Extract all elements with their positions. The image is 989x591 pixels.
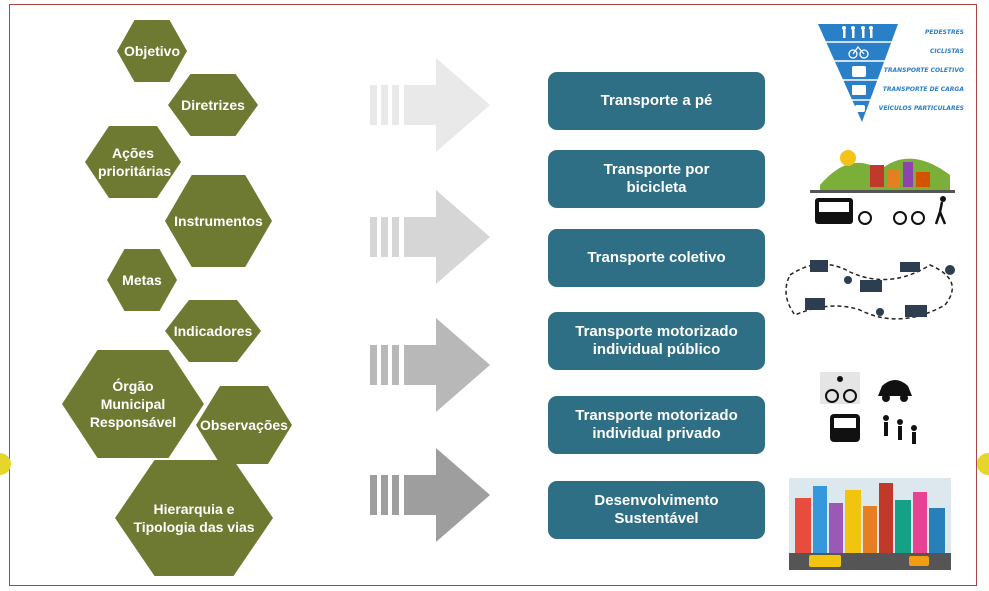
pyramid-label: PEDESTRES	[925, 29, 964, 36]
car-icon	[909, 556, 929, 566]
hexagon-label: Hierarquia e Tipologia das vias	[133, 501, 255, 535]
hexagon-label: Observações	[200, 417, 288, 433]
arrow-right-3	[370, 318, 490, 412]
pedestrian-icon	[883, 415, 917, 444]
hexagon-label: Diretrizes	[181, 97, 245, 113]
box-label: Transporte por bicicleta	[603, 161, 710, 196]
hexagon-observacoes: Observações	[196, 386, 292, 464]
bicycle-icon	[825, 389, 839, 403]
hexagon-label: Órgão Municipal Responsável	[89, 378, 177, 430]
box-motorizado-publico: Transporte motorizado individual público	[548, 312, 765, 370]
pyramid-label: VEÍCULOS PARTICULARES	[879, 105, 964, 112]
car-icon	[855, 105, 865, 112]
box-label: Transporte coletivo	[587, 249, 726, 266]
hexagon-label: Ações prioritárias	[98, 145, 172, 179]
bus-icon	[809, 555, 841, 567]
bus-icon	[852, 66, 866, 77]
wheelchair-icon	[858, 211, 872, 225]
city-transport-illustration	[810, 150, 955, 225]
pyramid-label: CICLISTAS	[930, 48, 964, 55]
hexagon-indicadores: Indicadores	[165, 300, 261, 362]
pedestrian-icon	[934, 201, 947, 225]
truck-icon	[852, 85, 866, 95]
hexagon-label: Instrumentos	[174, 213, 263, 229]
box-transporte-a-pe: Transporte a pé	[548, 72, 765, 130]
mobility-pyramid: PEDESTRES CICLISTAS TRANSPORTE COLETIVO …	[818, 24, 965, 122]
hexagon-acoes-prioritarias: Ações prioritárias	[85, 126, 181, 198]
page-marker-right	[977, 453, 989, 475]
page-marker-left	[0, 453, 11, 475]
hexagon-label: Indicadores	[173, 323, 253, 339]
car-icon	[878, 380, 912, 396]
arrow-right-2	[370, 190, 490, 284]
box-label: Transporte motorizado individual privado	[575, 407, 738, 442]
pedestrian-icon	[842, 26, 873, 38]
hexagon-label: Metas	[122, 272, 162, 288]
pyramid-label: TRANSPORTE DE CARGA	[883, 86, 965, 93]
hexagon-label: Objetivo	[123, 43, 180, 59]
arrow-right-4	[370, 448, 490, 542]
box-motorizado-privado: Transporte motorizado individual privado	[548, 396, 765, 454]
frame-border	[9, 4, 977, 586]
sustainable-city-illustration	[789, 478, 951, 570]
box-transporte-bicicleta: Transporte por bicicleta	[548, 150, 765, 208]
arrow-right-1	[370, 58, 490, 152]
pyramid-label: TRANSPORTE COLETIVO	[884, 67, 964, 74]
motorized-icons	[820, 372, 917, 444]
box-label: Desenvolvimento Sustentável	[594, 492, 719, 527]
box-desenvolvimento-sustentavel: Desenvolvimento Sustentável	[548, 481, 765, 539]
hexagon-metas: Metas	[107, 249, 177, 311]
bicycle-icon	[848, 45, 869, 59]
box-transporte-coletivo: Transporte coletivo	[548, 229, 765, 287]
box-label: Transporte a pé	[600, 92, 713, 109]
hexagon-objetivo: Objetivo	[117, 20, 187, 82]
box-label: Transporte motorizado individual público	[575, 323, 738, 358]
transport-network-illustration	[785, 260, 955, 320]
hexagon-diretrizes: Diretrizes	[168, 74, 258, 136]
bicycle-icon	[893, 211, 907, 225]
